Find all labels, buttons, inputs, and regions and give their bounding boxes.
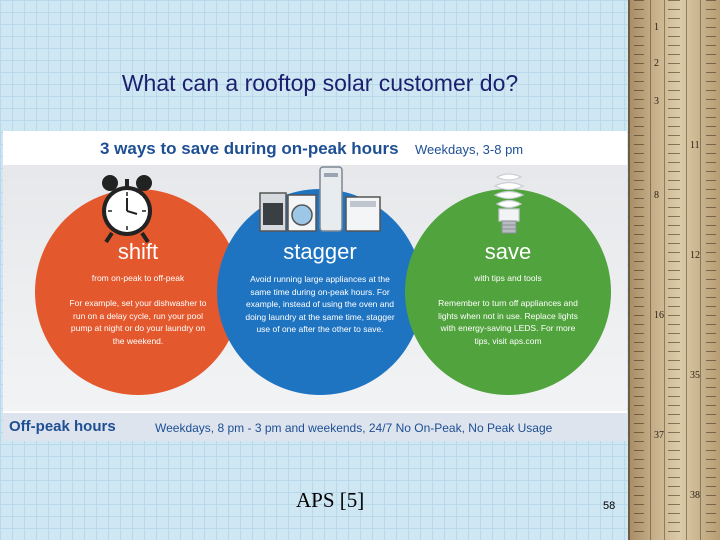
solar-savings-infographic: 3 ways to save during on-peak hours Week… (3, 131, 627, 441)
off-peak-footer: Off-peak hours Weekdays, 8 pm - 3 pm and… (3, 413, 627, 441)
save-title: save (484, 239, 532, 264)
ruler-decoration: 1 2 3 11 8 12 16 35 37 38 (628, 0, 720, 540)
page-number: 58 (603, 500, 616, 512)
save-description: Remember to turn off appliances and ligh… (438, 298, 578, 346)
shift-title: shift (117, 239, 159, 264)
stagger-description: Avoid running large appliances at the sa… (245, 274, 395, 334)
off-peak-title: Off-peak hours (9, 418, 116, 435)
light-bulb-icon (493, 173, 525, 234)
infographic-subtitle: Weekdays, 3-8 pm (415, 142, 524, 157)
shift-description: For example, set your dishwasher to run … (69, 298, 207, 346)
shift-subtitle: from on-peak to off-peak (91, 273, 185, 283)
off-peak-text: Weekdays, 8 pm - 3 pm and weekends, 24/7… (155, 421, 553, 435)
stagger-title: stagger (283, 239, 357, 264)
save-subtitle: with tips and tools (474, 273, 542, 283)
alarm-clock-icon (102, 175, 152, 243)
source-citation: APS [5] (296, 488, 365, 512)
infographic-body: shift from on-peak to off-peak For examp… (3, 165, 627, 411)
infographic-title: 3 ways to save during on-peak hours (100, 139, 399, 158)
slide-title: What can a rooftop solar customer do? (121, 70, 519, 96)
appliances-icon (259, 166, 381, 232)
infographic-header: 3 ways to save during on-peak hours Week… (3, 131, 627, 165)
